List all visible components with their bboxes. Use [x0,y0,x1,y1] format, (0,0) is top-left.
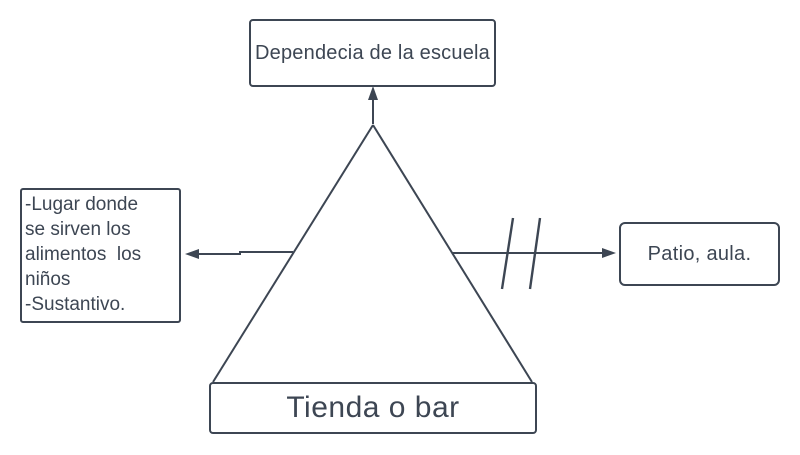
double-slash-mark-1 [500,217,515,290]
triangle-left-side [212,124,374,383]
arrow-left-head-icon [185,249,199,259]
node-patio-aula: Patio, aula. [619,222,780,286]
node-tienda-o-bar: Tienda o bar [209,382,537,434]
node-tienda-o-bar-label: Tienda o bar [286,391,460,424]
node-definicion-line: alimentos los [25,244,142,265]
node-definicion-line: se sirven los [25,219,131,240]
arrow-right-head-icon [602,248,616,258]
node-definicion: -Lugar donde se sirven los alimentos los… [20,188,181,323]
node-dependencia-escuela-label: Dependecia de la escuela [255,41,490,64]
node-definicion-line: niños [25,269,71,290]
double-slash-mark-2 [528,217,542,290]
node-patio-aula-label: Patio, aula. [647,242,752,265]
arrow-left-line [198,251,293,255]
node-definicion-line: -Sustantivo. [25,294,126,315]
arrow-up-head-icon [368,86,378,100]
node-dependencia-escuela: Dependecia de la escuela [249,19,496,87]
node-definicion-line: -Lugar donde [25,194,139,215]
